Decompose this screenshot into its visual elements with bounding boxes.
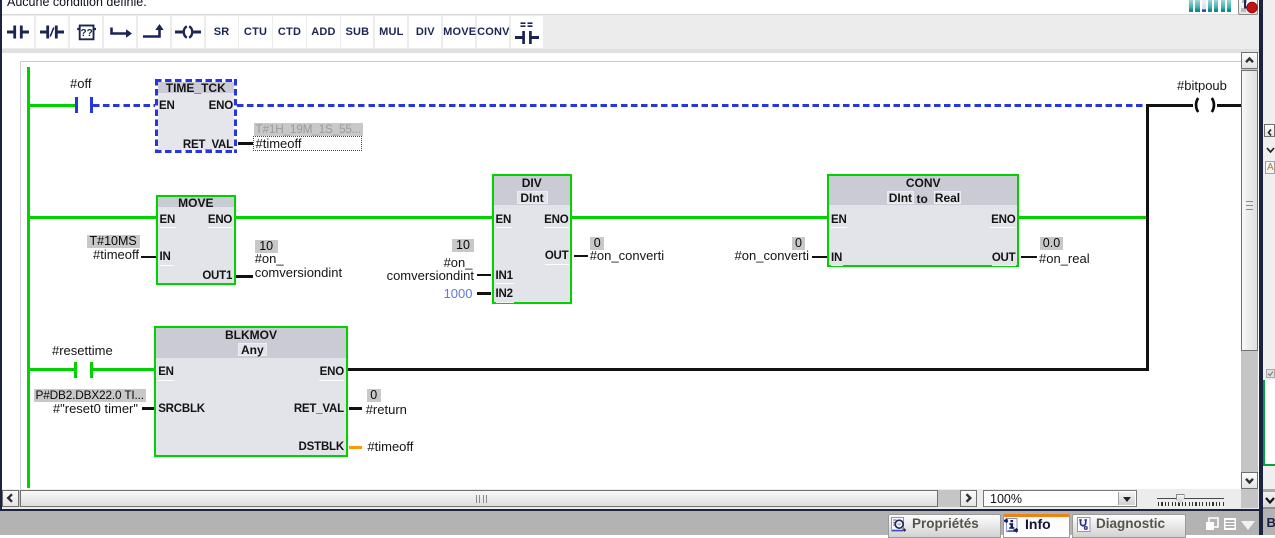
svg-text:??: ??	[80, 28, 92, 39]
